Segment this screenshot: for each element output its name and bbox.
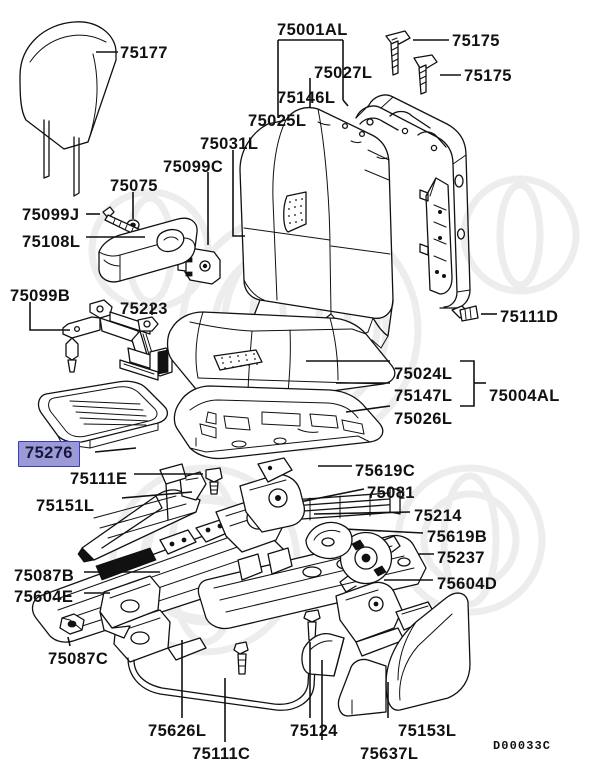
part-label-75604e: 75604E bbox=[14, 588, 74, 606]
part-nut-75087C bbox=[59, 613, 85, 635]
part-label-75619c: 75619C bbox=[355, 462, 416, 480]
part-tray-75276 bbox=[37, 380, 169, 449]
part-label-75087c: 75087C bbox=[48, 650, 109, 668]
part-bracket-75099B-75223 bbox=[62, 299, 173, 381]
part-armrest-75108L bbox=[98, 217, 198, 283]
part-label-75024l: 75024L bbox=[394, 365, 453, 383]
part-label-75099c: 75099C bbox=[163, 158, 224, 176]
part-side-trim-75153L bbox=[301, 592, 471, 717]
part-label-75147l: 75147L bbox=[394, 387, 453, 405]
part-label-75004al: 75004AL bbox=[489, 387, 560, 405]
part-label-75223: 75223 bbox=[120, 300, 168, 318]
part-bolt-75175-upper bbox=[385, 30, 411, 76]
part-label-75151l: 75151L bbox=[36, 497, 95, 515]
part-label-75111d: 75111D bbox=[500, 308, 559, 326]
leader-75276 bbox=[94, 447, 137, 453]
leader-75151L bbox=[121, 491, 193, 499]
part-recliner-75604D bbox=[305, 521, 401, 593]
part-seat-cushion bbox=[166, 311, 396, 460]
part-seat-track-assembly bbox=[31, 457, 457, 711]
part-label-75604d: 75604D bbox=[437, 575, 498, 593]
part-label-75146l: 75146L bbox=[277, 89, 336, 107]
part-label-75031l: 75031L bbox=[200, 135, 259, 153]
leader-75026L bbox=[345, 405, 391, 413]
part-label-75081: 75081 bbox=[367, 484, 415, 502]
part-label-75175: 75175 bbox=[452, 32, 500, 50]
part-label-75108l: 75108L bbox=[22, 233, 81, 251]
leader-75099B bbox=[29, 302, 70, 331]
leader-75214 bbox=[313, 511, 411, 515]
diagram-code: D00033C bbox=[493, 739, 552, 753]
part-label-75099j: 75099J bbox=[22, 206, 80, 224]
part-bracket-75087B-75604E bbox=[99, 575, 161, 639]
part-label-75099b: 75099B bbox=[10, 287, 71, 305]
part-label-75111e: 75111E bbox=[70, 470, 128, 488]
part-label-75111c: 75111C bbox=[192, 745, 251, 763]
part-label-75626l: 75626L bbox=[148, 722, 207, 740]
part-label-75153l: 75153L bbox=[398, 722, 457, 740]
part-label-75025l: 75025L bbox=[248, 112, 307, 130]
part-label-75001al: 75001AL bbox=[277, 21, 348, 39]
part-label-75214: 75214 bbox=[414, 507, 462, 525]
part-label-75619b: 75619B bbox=[427, 528, 488, 546]
part-bolt-75111D bbox=[451, 305, 479, 322]
part-label-75276[interactable]: 75276 bbox=[18, 441, 80, 467]
part-headrest-75177 bbox=[19, 21, 117, 197]
part-label-75237: 75237 bbox=[437, 549, 485, 567]
part-bolt-75175-lower bbox=[413, 54, 438, 95]
part-label-75026l: 75026L bbox=[394, 410, 453, 428]
part-label-75177: 75177 bbox=[120, 44, 168, 62]
part-label-75087b: 75087B bbox=[14, 567, 75, 585]
leader-75031L bbox=[232, 150, 245, 237]
part-label-75075: 75075 bbox=[110, 177, 158, 195]
part-label-75124: 75124 bbox=[290, 722, 338, 740]
bracket-75004AL bbox=[460, 360, 475, 407]
part-label-75027l: 75027L bbox=[314, 64, 373, 82]
leader-75087C bbox=[67, 636, 71, 647]
part-label-75175: 75175 bbox=[464, 67, 512, 85]
part-bolt-75111E bbox=[205, 467, 223, 495]
part-seatback-frame bbox=[355, 94, 471, 309]
part-label-75637l: 75637L bbox=[360, 745, 419, 763]
